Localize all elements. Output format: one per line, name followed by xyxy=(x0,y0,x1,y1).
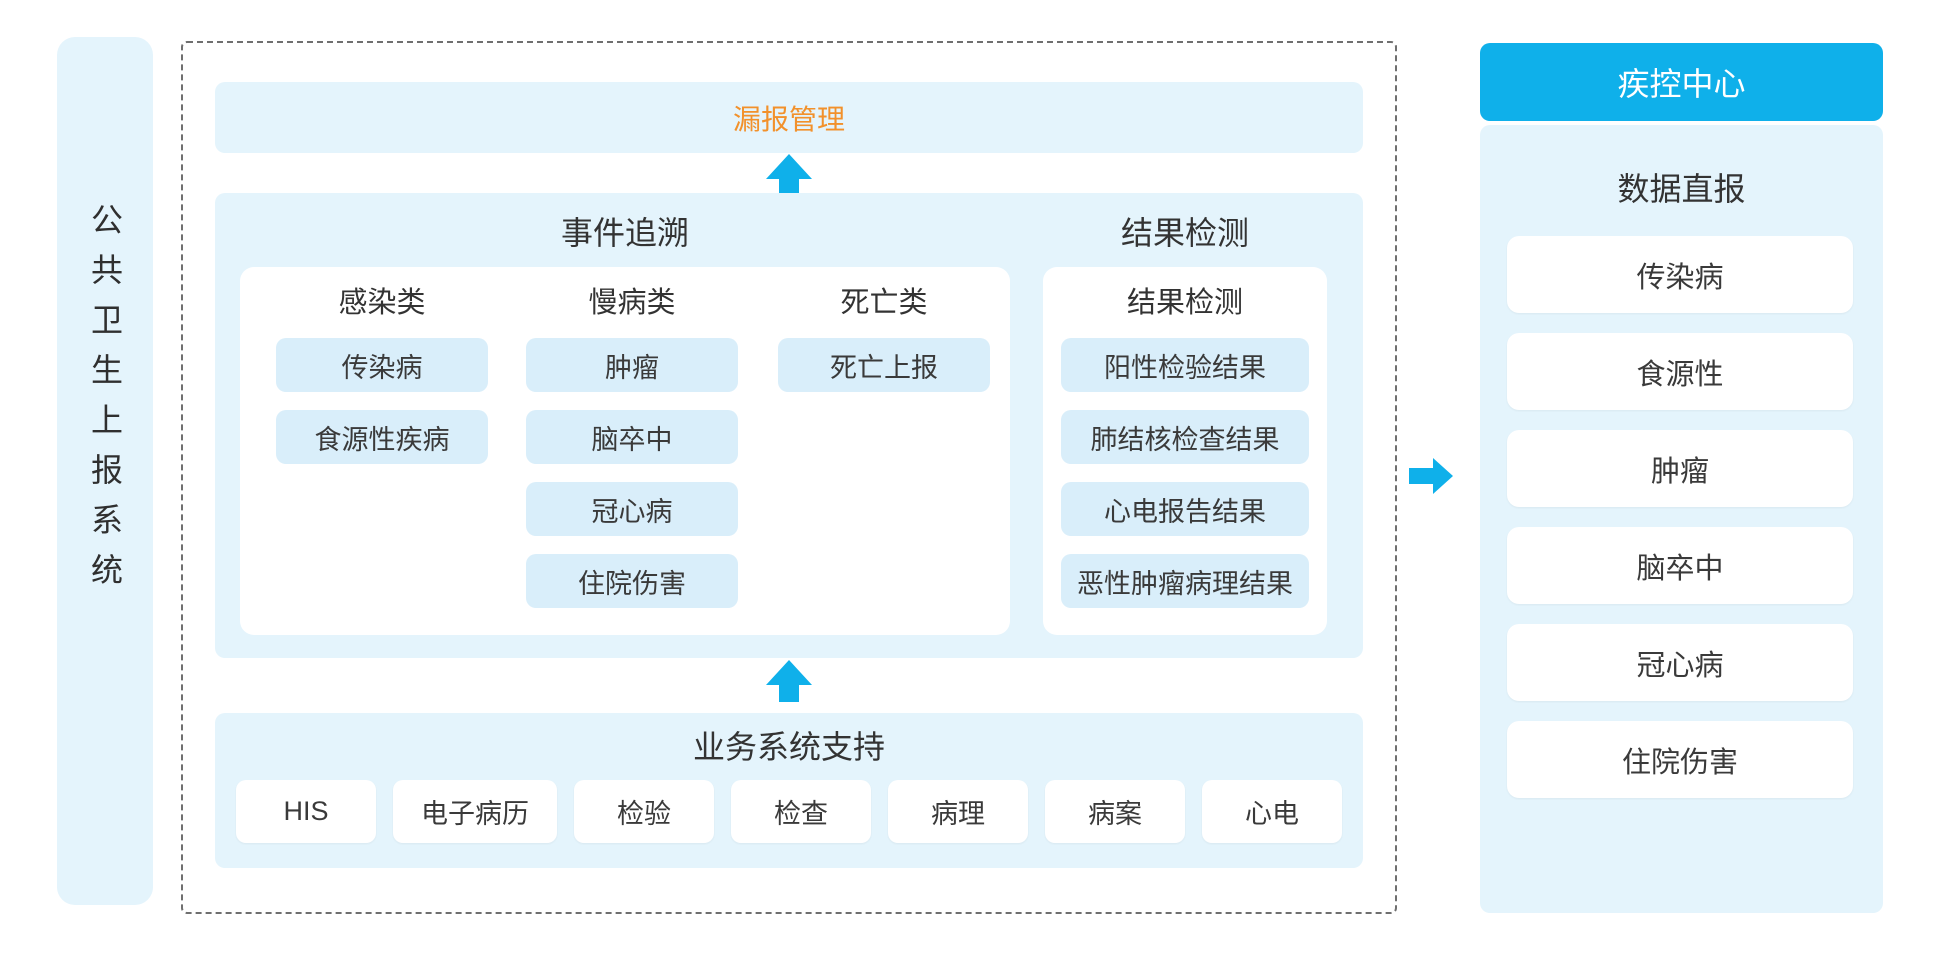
chip-ecg-report-result: 心电报告结果 xyxy=(1061,482,1309,536)
missed-report-bar: 漏报管理 xyxy=(215,82,1363,153)
event-trace-title: 事件追溯 xyxy=(560,215,689,251)
public-health-system-label: 公共卫生上报系统 xyxy=(87,203,123,603)
chip-death-report: 死亡上报 xyxy=(778,338,990,392)
chip-ecg: 心电 xyxy=(1202,780,1342,843)
business-systems-row: HIS 电子病历 检验 检查 病理 病案 心电 xyxy=(236,780,1342,843)
chip-stroke: 脑卒中 xyxy=(526,410,738,464)
cdc-direct-report-panel: 数据直报 传染病 食源性 肿瘤 脑卒中 冠心病 住院伤害 xyxy=(1480,125,1883,913)
result-detect-title: 结果检测 xyxy=(1120,215,1249,251)
business-support-bar: 业务系统支持 HIS 电子病历 检验 检查 病理 病案 心电 xyxy=(215,713,1363,868)
result-detect-panel: 结果检测 阳性检验结果 肺结核检查结果 心电报告结果 恶性肿瘤病理结果 xyxy=(1043,267,1327,635)
death-column: 死亡类 死亡上报 xyxy=(778,267,990,410)
chip-foodborne: 食源性 xyxy=(1507,333,1853,410)
chip-pathology: 病理 xyxy=(888,780,1028,843)
chip-malignant-tumor-pathology-result: 恶性肿瘤病理结果 xyxy=(1061,554,1309,608)
direct-report-title: 数据直报 xyxy=(1617,171,1746,207)
chip-lab: 检验 xyxy=(574,780,714,843)
business-support-title: 业务系统支持 xyxy=(692,729,885,765)
chip-emr: 电子病历 xyxy=(393,780,557,843)
chip-positive-test-result: 阳性检验结果 xyxy=(1061,338,1309,392)
event-trace-panel: 感染类 传染病 食源性疾病 慢病类 肿瘤 脑卒中 冠心病 住院伤害 死亡类 死亡… xyxy=(240,267,1010,635)
chronic-column-header: 慢病类 xyxy=(588,287,676,319)
cdc-header: 疾控中心 xyxy=(1480,43,1883,121)
up-arrow-icon xyxy=(766,660,812,702)
chip-his: HIS xyxy=(236,780,376,843)
chip-stroke: 脑卒中 xyxy=(1507,527,1853,604)
chip-coronary-disease: 冠心病 xyxy=(1507,624,1853,701)
death-column-header: 死亡类 xyxy=(840,287,928,319)
up-arrow-icon xyxy=(766,154,812,196)
chip-exam: 检查 xyxy=(731,780,871,843)
chip-medical-record: 病案 xyxy=(1045,780,1185,843)
chip-coronary-disease: 冠心病 xyxy=(526,482,738,536)
chip-infectious-disease: 传染病 xyxy=(276,338,488,392)
missed-report-label: 漏报管理 xyxy=(732,103,845,135)
tracing-detection-panel: 事件追溯 结果检测 感染类 传染病 食源性疾病 慢病类 肿瘤 脑卒中 冠心病 住… xyxy=(215,193,1363,658)
chip-foodborne-disease: 食源性疾病 xyxy=(276,410,488,464)
hospital-boundary-box xyxy=(181,41,1397,914)
right-arrow-icon xyxy=(1409,458,1453,494)
chronic-column: 慢病类 肿瘤 脑卒中 冠心病 住院伤害 xyxy=(526,267,738,626)
chip-tumor: 肿瘤 xyxy=(526,338,738,392)
chip-tumor: 肿瘤 xyxy=(1507,430,1853,507)
result-detect-panel-title: 结果检测 xyxy=(1126,287,1243,319)
chip-tb-exam-result: 肺结核检查结果 xyxy=(1061,410,1309,464)
public-health-system-bar: 公共卫生上报系统 xyxy=(57,37,153,905)
chip-hospital-injury: 住院伤害 xyxy=(526,554,738,608)
chip-hospital-injury: 住院伤害 xyxy=(1507,721,1853,798)
cdc-header-label: 疾控中心 xyxy=(1617,66,1746,102)
chip-infectious-disease: 传染病 xyxy=(1507,236,1853,313)
infection-column-header: 感染类 xyxy=(338,287,426,319)
infection-column: 感染类 传染病 食源性疾病 xyxy=(276,267,488,482)
